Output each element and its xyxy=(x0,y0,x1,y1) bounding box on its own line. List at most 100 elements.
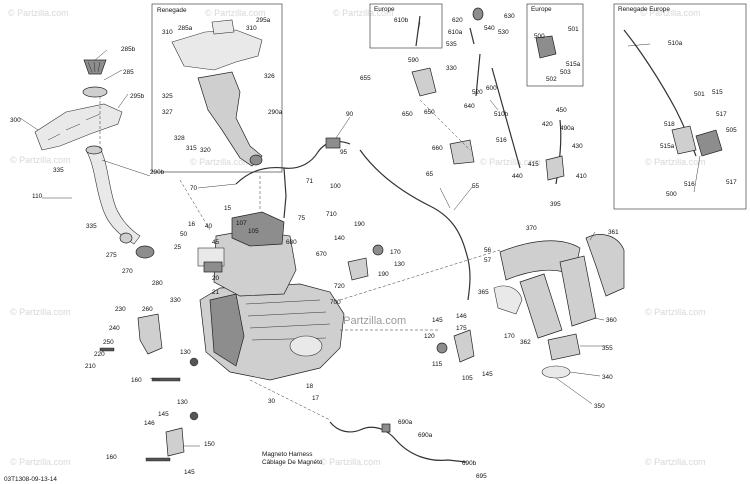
intake-tube-shape xyxy=(85,147,141,245)
callout-75: 75 xyxy=(298,215,306,222)
engine-side-cover xyxy=(209,293,245,367)
callout-40: 40 xyxy=(205,223,213,230)
callout-190b: 190 xyxy=(378,271,389,278)
renegade-plate-shape xyxy=(171,29,263,71)
callout-690a-2: 690a xyxy=(418,432,433,439)
callout-310b: 310 xyxy=(246,25,257,32)
callout-190a: 190 xyxy=(354,221,365,228)
renegade-europe-box: Renegade Europe xyxy=(613,3,747,210)
callout-90: 90 xyxy=(346,111,354,118)
callout-295a: 295a xyxy=(256,17,271,24)
callout-315: 315 xyxy=(186,145,197,152)
heat-shield-shape xyxy=(34,103,123,151)
bolt-210 xyxy=(99,347,115,352)
heat-shield-marks xyxy=(47,113,101,141)
magneto-harness-part xyxy=(329,421,467,463)
engine-oil-filter xyxy=(289,335,323,357)
bracket-660 xyxy=(449,139,475,165)
callout-360: 360 xyxy=(606,317,617,324)
watermark: © Partzilla.com xyxy=(10,307,71,317)
harness-branch xyxy=(283,167,287,219)
watermark: © Partzilla.com xyxy=(645,157,706,167)
bolt-160 xyxy=(151,377,181,382)
callout-501b: 501 xyxy=(694,91,705,98)
bracket-146-part xyxy=(165,427,185,457)
callout-18: 18 xyxy=(306,383,314,390)
magneto-wire xyxy=(329,421,467,463)
bracket-146-shape xyxy=(165,427,185,457)
callout-290b: 290b xyxy=(150,169,165,176)
leader xyxy=(589,231,596,241)
callout-220: 220 xyxy=(94,351,105,358)
europe-box-2: Europe xyxy=(526,3,584,87)
callout-295b: 295b xyxy=(130,93,145,100)
sensor-140-shape xyxy=(347,257,369,281)
spring-520 xyxy=(475,53,481,97)
callout-57: 57 xyxy=(484,257,492,264)
callout-230: 230 xyxy=(115,306,126,313)
engine-part xyxy=(197,211,345,381)
callout-362: 362 xyxy=(520,339,531,346)
callout-630: 630 xyxy=(504,13,515,20)
renegade-europe-title: Renegade Europe xyxy=(618,6,670,13)
callout-275: 275 xyxy=(106,252,117,259)
callout-100: 100 xyxy=(330,183,341,190)
callout-640: 640 xyxy=(464,103,475,110)
bracket-115-shape xyxy=(453,329,475,363)
callout-170b: 170 xyxy=(504,333,515,340)
callout-517: 517 xyxy=(716,111,727,118)
callout-328: 328 xyxy=(174,135,185,142)
callout-145d: 145 xyxy=(482,371,493,378)
callout-16: 16 xyxy=(188,221,196,228)
callout-510b: 510b xyxy=(494,111,509,118)
callout-50: 50 xyxy=(180,231,188,238)
guide-c xyxy=(339,249,501,301)
exhaust-ring-340 xyxy=(541,365,571,379)
callout-300: 300 xyxy=(10,117,21,124)
callout-535: 535 xyxy=(446,41,457,48)
exhaust-pipe-360 xyxy=(559,255,597,327)
callout-25: 25 xyxy=(174,244,182,251)
intake-coupler xyxy=(135,245,155,259)
magneto-label-fr: Câblage De Magnéto xyxy=(262,459,323,466)
callout-515a: 515a xyxy=(566,61,581,68)
bracket-515 xyxy=(671,125,697,155)
throttle-lever-part xyxy=(411,7,557,169)
watermark: © Partzilla.com xyxy=(205,8,266,18)
bushing-120 xyxy=(436,342,448,354)
leader xyxy=(101,159,151,177)
leader xyxy=(417,21,421,33)
renegade-frame xyxy=(151,3,283,173)
callout-146: 146 xyxy=(144,420,155,427)
engine-head xyxy=(231,211,285,247)
callout-71: 71 xyxy=(306,178,314,185)
guide-lines xyxy=(99,96,501,421)
callout-500: 500 xyxy=(534,33,545,40)
callout-175: 175 xyxy=(456,325,467,332)
callout-280: 280 xyxy=(152,280,163,287)
magneto-connector xyxy=(381,423,391,433)
callout-520: 520 xyxy=(472,89,483,96)
filter-cone-shape xyxy=(83,59,107,75)
bracket-230-part xyxy=(137,313,163,355)
renegade-europe-part xyxy=(623,29,723,157)
watermark: © Partzilla.com xyxy=(10,155,71,165)
europe-title-2: Europe xyxy=(531,6,552,13)
watermark-center: © Partzilla.com xyxy=(332,315,406,327)
callout-361: 361 xyxy=(608,229,619,236)
diagram-code: 03T1308-09-13-14 xyxy=(4,476,57,483)
callout-517b: 517 xyxy=(726,179,737,186)
callout-120: 120 xyxy=(424,333,435,340)
leader xyxy=(555,377,593,405)
callout-285a: 285a xyxy=(178,25,193,32)
callout-505: 505 xyxy=(726,127,737,134)
callout-350: 350 xyxy=(594,403,605,410)
watermark: © Partzilla.com xyxy=(190,157,251,167)
callout-335a: 335 xyxy=(53,167,64,174)
leader xyxy=(453,185,474,211)
sensor-140-part xyxy=(347,244,384,281)
callout-660a: 680 xyxy=(286,239,297,246)
callout-516: 516 xyxy=(496,137,507,144)
callout-17: 17 xyxy=(312,395,320,402)
renegade-cover-shape xyxy=(211,19,235,35)
